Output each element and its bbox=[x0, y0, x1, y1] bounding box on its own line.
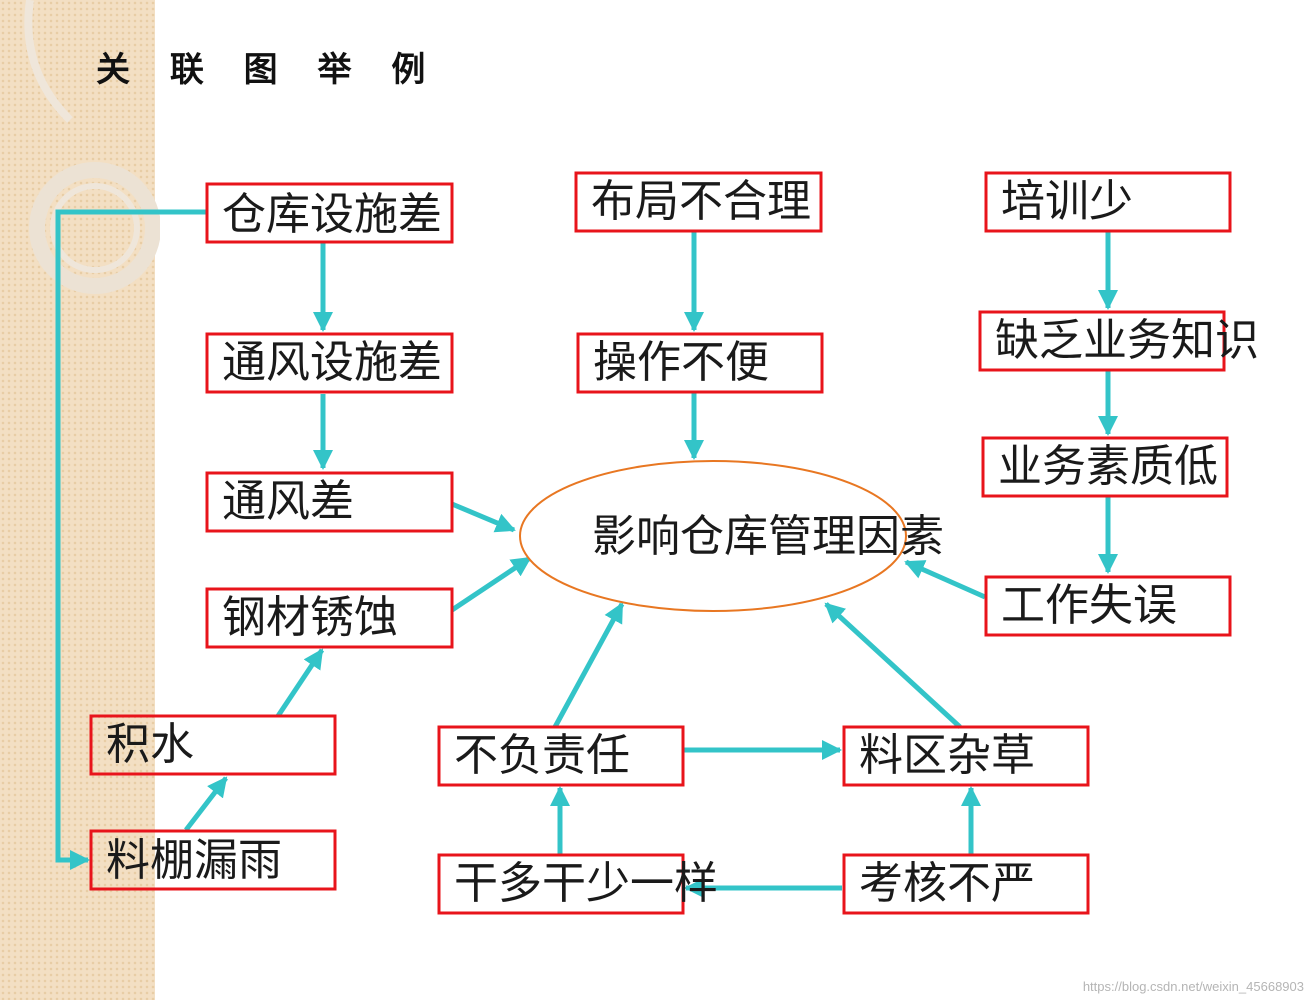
box-warehouse-facility bbox=[205, 182, 454, 244]
node-shed-leak: 料棚漏雨 bbox=[106, 835, 282, 886]
node-quality: 业务素质低 bbox=[998, 441, 1218, 492]
box-errors bbox=[984, 575, 1232, 637]
decor-ring-large bbox=[29, 162, 160, 294]
decor-arc bbox=[24, 0, 73, 123]
arrow-rust-to-center bbox=[450, 555, 532, 613]
arrow-water-to-rust bbox=[275, 648, 325, 718]
box-vent-poor bbox=[205, 471, 454, 533]
node-layout: 布局不合理 bbox=[591, 176, 811, 227]
box-water bbox=[89, 714, 337, 776]
decor-ring-small bbox=[50, 183, 140, 273]
node-warehouse-facility: 仓库设施差 bbox=[222, 189, 442, 240]
box-assessment bbox=[842, 853, 1090, 915]
arrow-errors-to-center bbox=[904, 559, 987, 600]
node-training: 培训少 bbox=[1001, 176, 1133, 227]
page-title: 关 联 图 举 例 bbox=[96, 50, 440, 90]
decorative-circles bbox=[24, 0, 160, 294]
node-vent-poor: 通风差 bbox=[222, 476, 354, 527]
box-shed-leak bbox=[89, 829, 337, 891]
arrow-irresponsible-to-center bbox=[552, 602, 625, 729]
center-label: 影响仓库管理因素 bbox=[592, 511, 944, 562]
node-inconvenient: 操作不便 bbox=[593, 337, 769, 388]
arrow-weeds-to-center bbox=[824, 602, 962, 729]
box-layout bbox=[574, 171, 823, 233]
node-steel-rust: 钢材锈蚀 bbox=[222, 592, 398, 643]
box-training bbox=[984, 171, 1232, 233]
watermark-url: https://blog.csdn.net/weixin_45668903 bbox=[1082, 979, 1304, 994]
arrow-facility-to-leak bbox=[55, 209, 206, 870]
box-inconvenient bbox=[576, 332, 824, 394]
node-vent-facility: 通风设施差 bbox=[222, 337, 442, 388]
node-irresponsible: 不负责任 bbox=[454, 730, 630, 781]
node-errors: 工作失误 bbox=[1001, 580, 1177, 631]
center-ellipse bbox=[519, 460, 907, 612]
arrow-vent-to-center bbox=[451, 501, 516, 533]
box-vent-facility bbox=[205, 332, 454, 394]
box-same bbox=[437, 853, 685, 915]
box-quality bbox=[981, 436, 1229, 498]
node-weeds: 料区杂草 bbox=[859, 730, 1035, 781]
node-boxes bbox=[89, 171, 1232, 915]
box-steel-rust bbox=[205, 587, 454, 649]
box-irresponsible bbox=[437, 725, 685, 787]
node-water: 积水 bbox=[106, 719, 194, 770]
box-knowledge bbox=[978, 310, 1226, 372]
arrow-leak-to-water bbox=[184, 776, 228, 832]
arrows bbox=[55, 209, 1118, 898]
box-weeds bbox=[842, 725, 1090, 787]
node-assessment: 考核不严 bbox=[859, 858, 1035, 909]
node-knowledge: 缺乏业务知识 bbox=[995, 315, 1259, 366]
node-same: 干多干少一样 bbox=[454, 858, 718, 909]
